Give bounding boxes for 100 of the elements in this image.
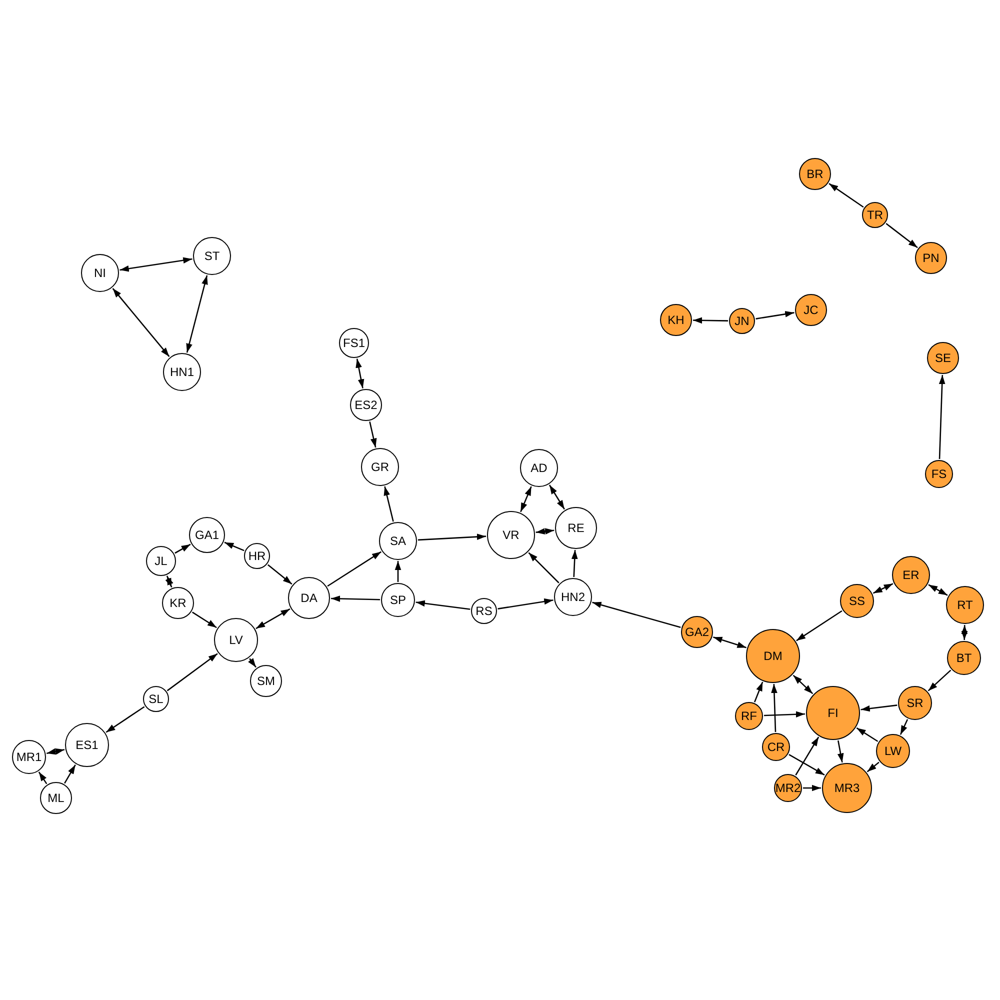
node-circle xyxy=(162,587,194,619)
arrow xyxy=(795,736,820,776)
node-label: PN xyxy=(922,251,940,265)
node-label: JL xyxy=(154,554,168,568)
node-circle xyxy=(862,202,888,228)
node-circle xyxy=(81,254,119,292)
node-label: ES2 xyxy=(354,398,378,412)
arrow xyxy=(120,257,192,272)
node-label: VR xyxy=(502,528,520,542)
arrow xyxy=(248,658,256,668)
node-label: FS xyxy=(931,467,947,481)
arrow xyxy=(186,275,208,353)
node-circle xyxy=(735,702,763,730)
arrow xyxy=(369,421,377,448)
arrow xyxy=(928,670,952,692)
arrow xyxy=(938,374,946,460)
arrow xyxy=(165,576,174,588)
arrow xyxy=(764,711,806,718)
node-circle xyxy=(799,158,831,190)
node-label: KR xyxy=(170,596,186,610)
node-label: ML xyxy=(48,791,64,805)
arrow xyxy=(106,706,145,733)
node-circle xyxy=(876,734,910,768)
arrow xyxy=(571,550,578,578)
arrow xyxy=(872,583,894,594)
node-circle xyxy=(898,686,932,720)
node-circle xyxy=(681,616,713,648)
node-circle xyxy=(915,242,947,274)
arrow xyxy=(256,608,290,630)
node-label: JN xyxy=(734,314,750,328)
node-circle xyxy=(40,782,72,814)
node-label: FI xyxy=(828,706,838,720)
arrow xyxy=(548,484,565,510)
arrow xyxy=(330,596,380,602)
node-circle xyxy=(193,237,231,275)
node-circle xyxy=(660,304,692,336)
arrow xyxy=(536,528,554,535)
node-circle xyxy=(339,328,369,358)
node-circle xyxy=(555,507,597,549)
arrow xyxy=(796,610,842,642)
node-label: JC xyxy=(804,303,818,317)
node-label: SE xyxy=(934,351,951,365)
node-circle xyxy=(163,353,201,391)
node-circle xyxy=(806,686,860,740)
node-circle xyxy=(520,449,558,487)
node-circle xyxy=(892,556,930,594)
node-label: BR xyxy=(806,167,824,181)
node-label: ER xyxy=(902,568,920,582)
node-label: GA2 xyxy=(684,625,709,639)
node-circle xyxy=(65,723,109,767)
arrow xyxy=(856,727,878,742)
arrow xyxy=(592,602,681,628)
node-label: SR xyxy=(906,696,924,710)
node-circle xyxy=(379,522,417,560)
arrow xyxy=(112,288,170,357)
arrow xyxy=(224,542,244,552)
node-circle xyxy=(795,294,827,326)
arrow xyxy=(961,624,968,640)
node-label: HN2 xyxy=(560,590,585,604)
arrow xyxy=(713,636,746,648)
node-circle xyxy=(244,543,270,569)
arrow xyxy=(928,584,948,596)
node-circle xyxy=(350,389,382,421)
arrow xyxy=(174,544,191,554)
arrow xyxy=(418,534,486,541)
arrow xyxy=(327,551,382,587)
node-circle xyxy=(927,342,959,374)
arrow xyxy=(46,748,65,755)
arrow xyxy=(886,223,918,248)
node-label: MR2 xyxy=(775,781,801,795)
node-circle xyxy=(288,577,330,619)
node-label: ST xyxy=(204,249,220,263)
arrow xyxy=(528,552,560,584)
node-label: DA xyxy=(300,591,318,605)
node-circle xyxy=(554,578,592,616)
node-label: RE xyxy=(568,521,584,535)
node-label: MR3 xyxy=(834,781,860,795)
node-circle xyxy=(381,583,415,617)
node-label: DM xyxy=(764,649,782,663)
node-circle xyxy=(250,665,282,697)
arrow xyxy=(356,358,364,388)
arrow xyxy=(394,561,402,582)
arrow xyxy=(192,612,217,628)
node-circle xyxy=(946,586,984,624)
arrow xyxy=(837,740,844,763)
arrow xyxy=(38,772,48,784)
node-label: LV xyxy=(229,633,243,647)
node-label: RT xyxy=(957,598,973,612)
arrow xyxy=(520,486,532,512)
arrow xyxy=(756,310,794,320)
arrow xyxy=(771,684,778,732)
arrow xyxy=(166,653,218,692)
arrow xyxy=(866,762,880,772)
node-circle xyxy=(146,546,176,576)
arrow xyxy=(416,600,470,610)
node-label: SP xyxy=(390,593,406,607)
arrow xyxy=(267,564,292,585)
node-circle xyxy=(471,598,497,624)
node-circle xyxy=(762,733,790,761)
arrow xyxy=(792,674,814,694)
